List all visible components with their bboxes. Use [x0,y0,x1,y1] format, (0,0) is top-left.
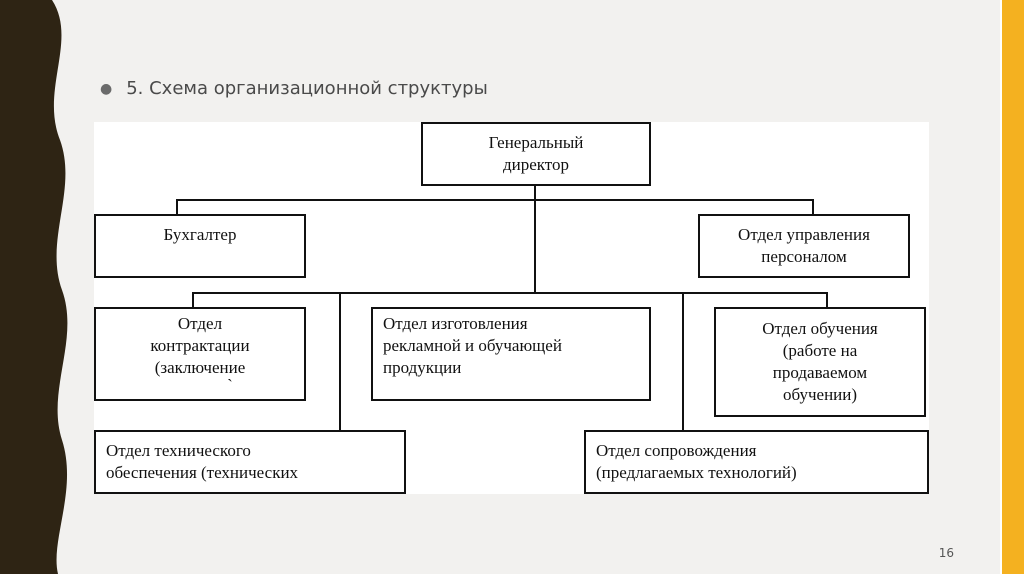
box-text-line: обеспечения (технических [106,463,299,482]
slide-bullet: ● 5. Схема организационной структуры [100,78,488,99]
box-tech-support-department: Отдел технического обеспечения (техничес… [94,430,406,494]
box-text-line: Генеральный [488,133,584,152]
connector-top-bus [176,199,814,201]
box-text-line: персоналом [761,247,847,266]
page-number: 16 [938,546,954,560]
bullet-dot-icon: ● [100,80,113,97]
connector-tech-support [339,292,341,432]
box-support-department: Отдел сопровождения (предлагаемых технол… [584,430,929,494]
box-text-line: Отдел изготовления [383,314,528,333]
box-text-line: Отдел сопровождения [596,441,757,460]
right-stripe-edge [1000,0,1002,574]
box-general-director: Генеральный директор [421,122,651,186]
org-chart: Генеральный директор Бухгалтер Отдел упр… [94,122,929,494]
connector-training [826,292,828,308]
box-text-line: Бухгалтер [163,225,237,244]
connector-contracts [192,292,194,308]
slide-heading: 5. Схема организационной структуры [126,78,488,99]
box-text-line: (работе на [782,341,858,360]
connector-mid-bus [192,292,828,294]
box-text-line: обучении) [782,385,858,404]
box-contracts-department: Отдел контрактации (заключение ` [94,307,306,401]
box-text-line: Отдел технического [106,441,251,460]
box-hr-department: Отдел управления персоналом [698,214,910,278]
box-text-line: ` [227,376,233,395]
box-production-department: Отдел изготовления рекламной и обучающей… [371,307,651,401]
box-text-line: Отдел управления [738,225,870,244]
accent-stripe [1002,0,1024,574]
connector-support [682,292,684,432]
connector-accountant [176,199,178,216]
box-text-line: директор [502,155,570,174]
connector-hr [812,199,814,216]
box-text-line: рекламной и обучающей [383,336,562,355]
box-text-line: Отдел [177,314,223,333]
box-text-line: Отдел обучения [762,319,878,338]
box-text-line: контрактации [150,336,250,355]
box-text-line: продукции [383,358,462,377]
box-training-department: Отдел обучения (работе на продаваемом об… [714,307,926,417]
connector-ceo-down [534,184,536,294]
box-text-line: продаваемом [772,363,868,382]
box-text-line: (предлагаемых технологий) [596,463,797,482]
box-accountant: Бухгалтер [94,214,306,278]
decorative-wave-band [0,0,68,574]
box-text-line: (заключение [154,358,246,377]
